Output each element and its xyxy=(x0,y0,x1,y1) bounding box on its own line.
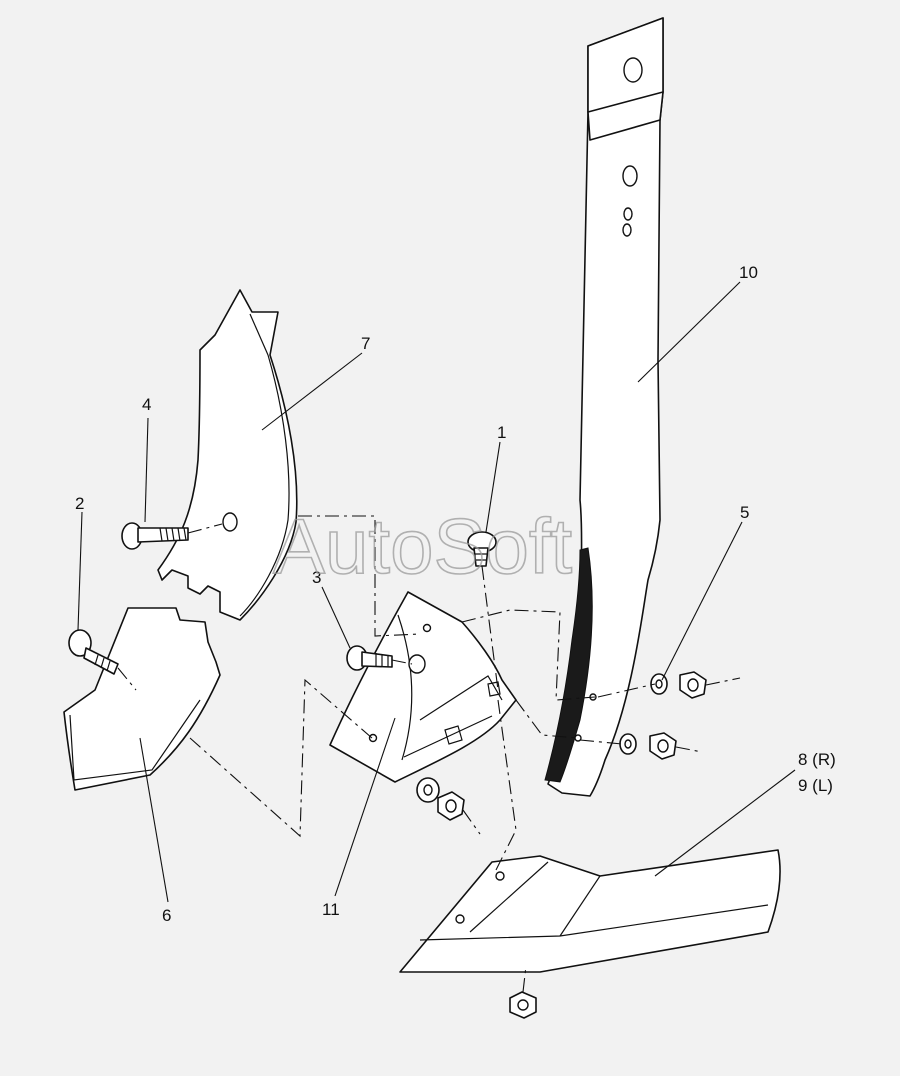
leader-lines xyxy=(77,281,796,903)
assembly-lines xyxy=(117,515,741,993)
part-6-lower-point xyxy=(63,607,221,791)
callout-9-l: 9 (L) xyxy=(798,776,833,795)
upper-deflector-hole xyxy=(222,512,238,532)
part-7-upper-deflector xyxy=(157,289,298,621)
nut-share xyxy=(509,991,537,1019)
bracket-square-slot-lower xyxy=(444,725,463,745)
part-4-carriage-bolt xyxy=(121,522,189,550)
shank-hole-middle xyxy=(622,165,638,187)
callout-11: 11 xyxy=(322,900,340,919)
callout-5: 5 xyxy=(740,503,749,522)
part-1-carriage-bolt xyxy=(467,531,497,567)
part-11-mounting-bracket xyxy=(329,591,517,783)
bracket-hole-bolt xyxy=(408,654,426,674)
shank-bolt-hole-b xyxy=(574,734,582,742)
part-3-carriage-bolt xyxy=(346,645,393,671)
part-10-shank xyxy=(544,17,664,797)
shank-hole-small-b xyxy=(622,223,632,237)
share-hole-a xyxy=(495,871,505,881)
callout-8-r: 8 (R) xyxy=(798,750,836,769)
callout-3: 3 xyxy=(312,568,321,587)
callout-10: 10 xyxy=(739,263,758,282)
bracket-hole-top xyxy=(422,623,432,633)
part-8-9-share xyxy=(399,849,781,973)
callout-6: 6 xyxy=(162,906,171,925)
share-hole-b xyxy=(455,914,465,924)
part-2-carriage-bolt xyxy=(68,629,119,675)
callouts: 7 4 2 1 3 10 5 6 11 8 (R) 9 (L) xyxy=(75,263,836,925)
bracket-square-slot-upper xyxy=(487,681,501,697)
callout-1: 1 xyxy=(497,423,506,442)
bracket-hole-bottom xyxy=(368,733,378,743)
watermark: AutoSoft xyxy=(273,502,573,590)
part-5-washer-and-nut-upper xyxy=(650,671,707,699)
washer-and-nut-lower xyxy=(619,732,677,760)
callout-4: 4 xyxy=(142,395,151,414)
callout-2: 2 xyxy=(75,494,84,513)
shank-hole-top xyxy=(623,57,643,83)
washer-and-nut-bracket xyxy=(416,777,465,821)
callout-7: 7 xyxy=(361,334,370,353)
shank-hole-small-a xyxy=(623,207,633,221)
